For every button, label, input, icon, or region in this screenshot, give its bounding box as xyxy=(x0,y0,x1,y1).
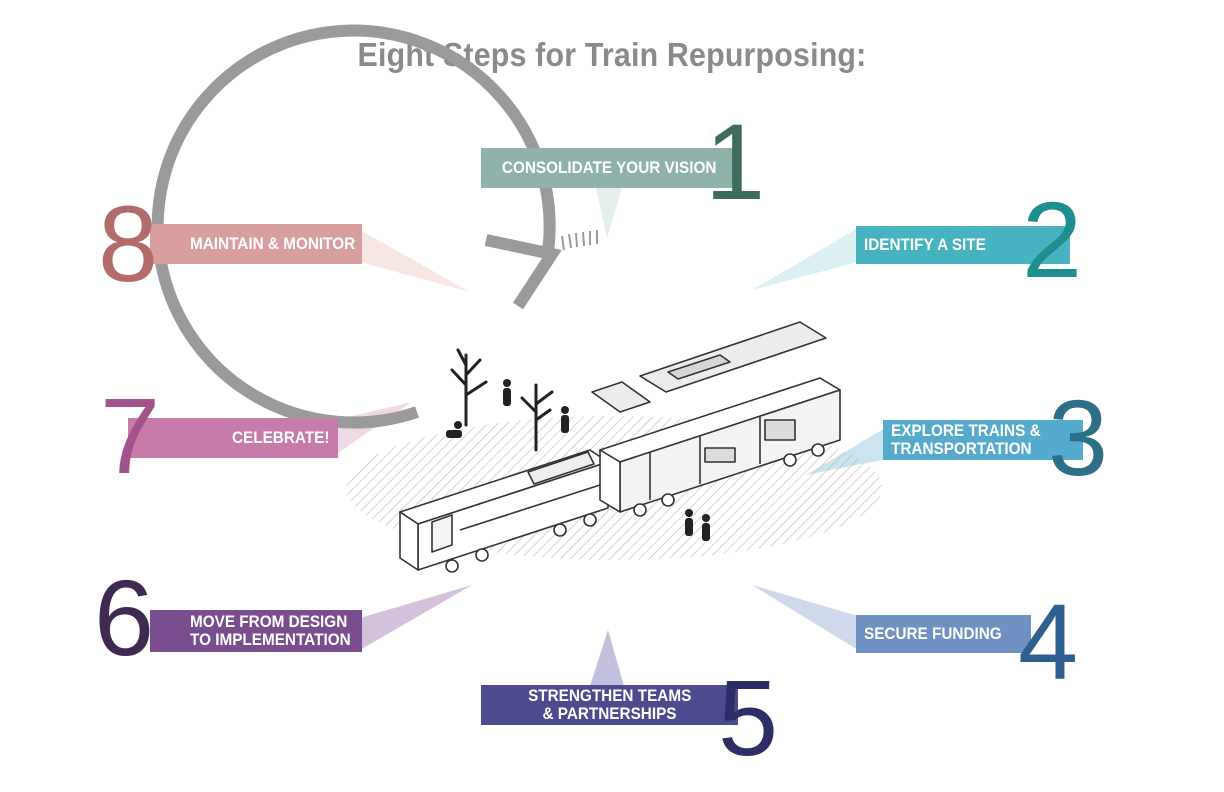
step-1-text: CONSOLIDATE YOUR VISION xyxy=(501,158,717,177)
step-3-number: 3 xyxy=(1048,377,1109,498)
cycle-arrow xyxy=(151,24,562,429)
wedge-step-2 xyxy=(752,228,858,290)
step-8-number: 8 xyxy=(98,183,159,304)
train-front-car xyxy=(399,449,609,573)
wedge-step-6 xyxy=(360,585,472,650)
step-7-number: 7 xyxy=(100,375,161,496)
step-5-text-line-2: & PARTNERSHIPS xyxy=(542,704,677,723)
step-2-text: IDENTIFY A SITE xyxy=(864,235,986,254)
step-4-text: SECURE FUNDING xyxy=(864,624,1002,643)
step-1-label: CONSOLIDATE YOUR VISION xyxy=(481,148,737,188)
wedge-step-1 xyxy=(596,188,622,238)
step-7-text: CELEBRATE! xyxy=(232,428,330,447)
step-6-number: 6 xyxy=(94,557,155,678)
step-4-number: 4 xyxy=(1018,581,1079,702)
person-icon xyxy=(446,379,710,541)
step-6-text-line-2: TO IMPLEMENTATION xyxy=(190,630,351,649)
step-1-number: 1 xyxy=(705,101,766,222)
step-5-label: STRENGTHEN TEAMS & PARTNERSHIPS xyxy=(481,685,738,725)
train-middle-car xyxy=(599,377,841,517)
step-8-label: MAINTAIN & MONITOR xyxy=(150,224,362,264)
step-2-number: 2 xyxy=(1022,179,1083,300)
tree-icon xyxy=(450,348,554,452)
step-7-label: CELEBRATE! xyxy=(128,418,338,458)
step-5-number: 5 xyxy=(718,657,779,778)
step-3-label: EXPLORE TRAINS & TRANSPORTATION xyxy=(883,420,1083,460)
step-4-label: SECURE FUNDING xyxy=(856,615,1031,653)
wedge-step-5 xyxy=(590,630,624,686)
step-5-text-line-1: STRENGTHEN TEAMS xyxy=(527,686,692,705)
step-3-text-line-2: TRANSPORTATION xyxy=(891,439,1032,458)
wedge-step-4 xyxy=(752,585,858,650)
step-2-label: IDENTIFY A SITE xyxy=(856,226,1070,264)
train-roof-pieces xyxy=(591,321,827,413)
step-6-text-line-1: MOVE FROM DESIGN xyxy=(190,612,348,631)
wedge-step-8 xyxy=(360,230,470,292)
cycle-arrow-dashes xyxy=(561,230,598,251)
step-3-text-line-1: EXPLORE TRAINS & xyxy=(891,421,1041,440)
step-6-label: MOVE FROM DESIGN TO IMPLEMENTATION xyxy=(150,610,362,652)
step-8-text: MAINTAIN & MONITOR xyxy=(190,234,356,253)
